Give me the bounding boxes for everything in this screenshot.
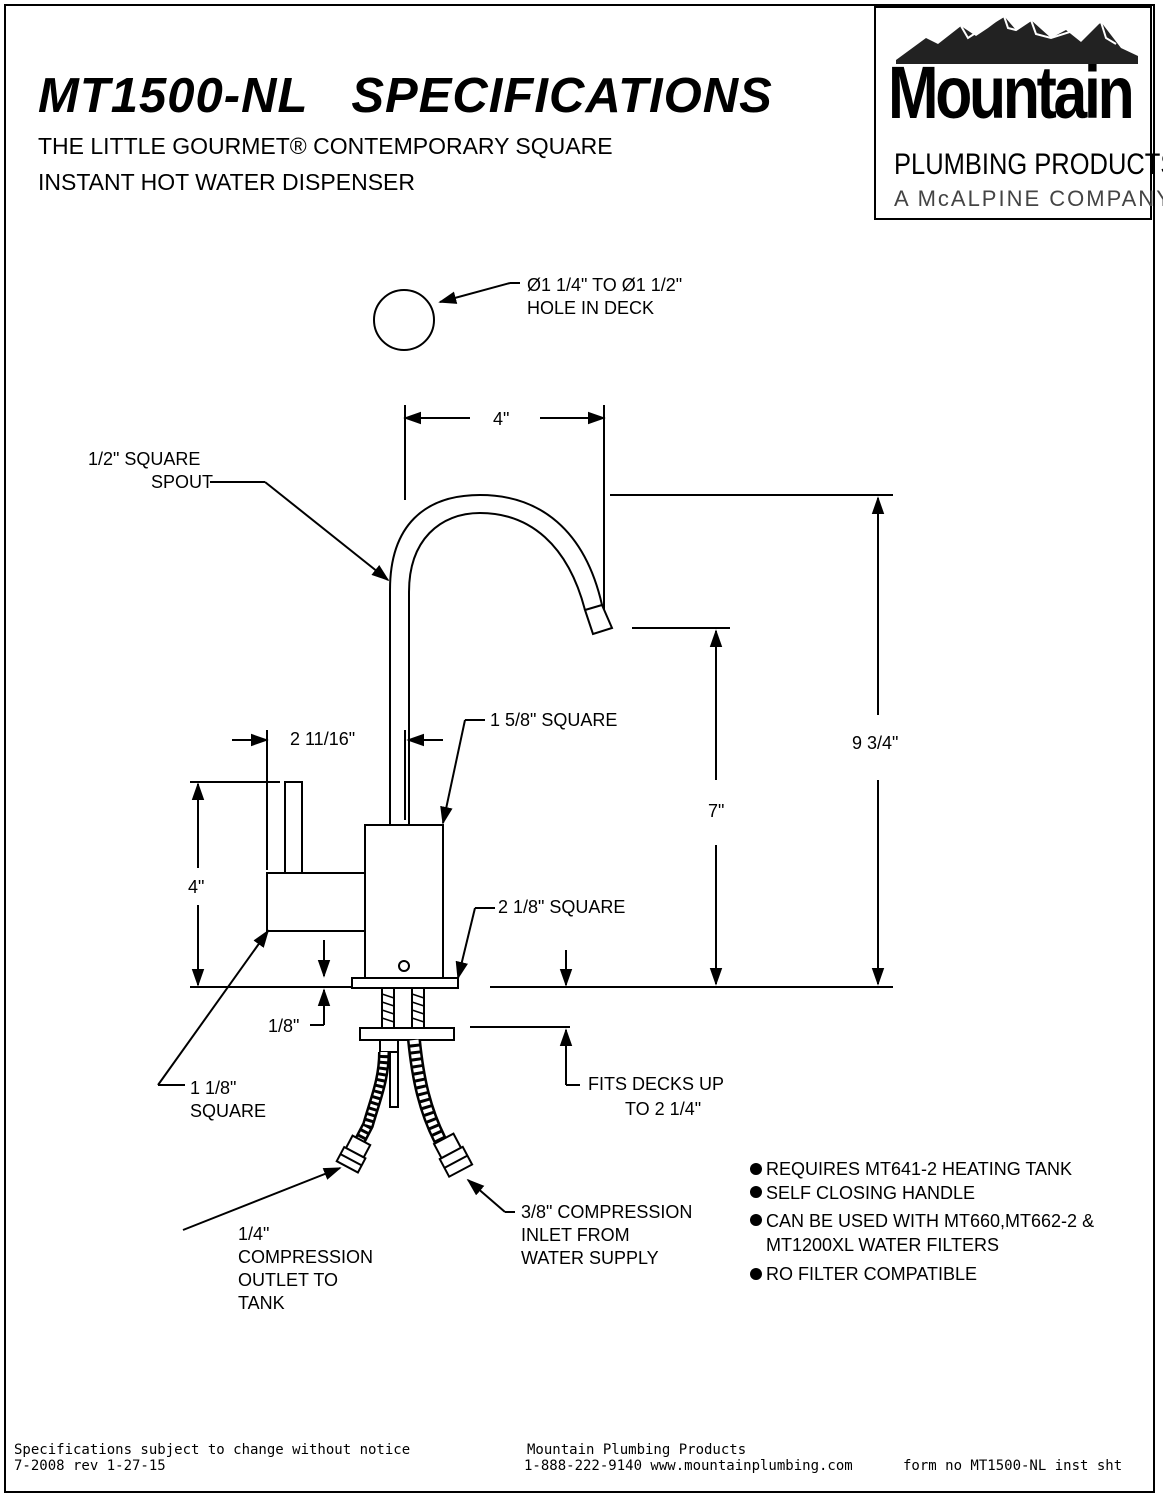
- inlet-label-2: INLET FROM: [521, 1225, 630, 1245]
- note-item-3: CAN BE USED WITH MT660,MT662-2 &: [766, 1211, 1095, 1231]
- note-bullet-4: [750, 1268, 762, 1280]
- hole-label-2: HOLE IN DECK: [527, 298, 655, 318]
- dim-handle-height: 4": [188, 877, 205, 897]
- logo-line-2: PLUMBING PRODUCTS: [894, 148, 1163, 181]
- base-square-label: 2 1/8" SQUARE: [498, 897, 626, 917]
- dispenser-body: [364, 824, 444, 979]
- logo-wordmark: Mountain: [888, 51, 1135, 134]
- dim-overall-height: 9 3/4": [852, 733, 899, 753]
- dim-handle-offset: 2 11/16": [290, 729, 356, 749]
- footer-contact: 1-888-222-9140 www.mountainplumbing.com: [524, 1458, 853, 1474]
- outlet-label-1: 1/4": [238, 1224, 270, 1244]
- outlet-label-4: TANK: [238, 1293, 285, 1313]
- spout-tip: [583, 603, 614, 636]
- note-item-2: SELF CLOSING HANDLE: [766, 1183, 976, 1203]
- hub-label-1: 1 1/8": [190, 1078, 237, 1098]
- outlet-label-2: COMPRESSION: [238, 1247, 374, 1267]
- hub-label-2: SQUARE: [190, 1101, 267, 1121]
- note-bullet-1: [750, 1163, 762, 1175]
- spout-outer: [389, 493, 603, 825]
- subtitle-line-1: THE LITTLE GOURMET® CONTEMPORARY SQUARE: [38, 133, 613, 159]
- note-item-3-cont: MT1200XL WATER FILTERS: [766, 1235, 1000, 1255]
- body-upper-label: 1 5/8" SQUARE: [490, 710, 618, 730]
- footer-form-number: form no MT1500-NL inst sht: [903, 1458, 1123, 1474]
- note-item-1: REQUIRES MT641-2 HEATING TANK: [766, 1159, 1073, 1179]
- spout-label-2: SPOUT: [151, 472, 214, 492]
- outlet-rod: [389, 1051, 399, 1108]
- deck-label-1: FITS DECKS UP: [588, 1074, 725, 1094]
- dim-outlet-height: 7": [708, 801, 725, 821]
- handle-hub: [266, 872, 366, 932]
- handle-lever: [284, 781, 303, 874]
- page-title: MT1500-NL SPECIFICATIONS: [38, 69, 773, 123]
- inlet-label-1: 3/8" COMPRESSION: [521, 1202, 693, 1222]
- deck-label-2: TO 2 1/4": [625, 1099, 702, 1119]
- spout-inner: [408, 511, 586, 825]
- inlet-label-3: WATER SUPPLY: [521, 1248, 659, 1268]
- dim-base-plate: 1/8": [268, 1016, 300, 1036]
- hole-label-1: Ø1 1/4" TO Ø1 1/2": [527, 275, 683, 295]
- outlet-label-3: OUTLET TO: [238, 1270, 339, 1290]
- footer-company: Mountain Plumbing Products: [527, 1442, 747, 1458]
- note-bullet-3: [750, 1214, 762, 1226]
- mounting-nut: [379, 1039, 399, 1053]
- footer-revision: 7-2008 rev 1-27-15: [14, 1458, 166, 1474]
- note-bullet-2: [750, 1186, 762, 1198]
- company-logo: Mountain PLUMBING PRODUCTS A McALPINE CO…: [874, 6, 1163, 220]
- deck-hole-circle: [373, 289, 435, 351]
- mountain-logo-icon: [896, 14, 1138, 64]
- mounting-washer: [359, 1027, 455, 1041]
- logo-line-3: A McALPINE COMPANY: [894, 186, 1163, 211]
- dim-spout-reach: 4": [493, 409, 510, 429]
- drawing-frame: [4, 4, 1155, 1493]
- subtitle-line-2: INSTANT HOT WATER DISPENSER: [38, 169, 415, 195]
- base-plate: [351, 977, 459, 989]
- note-item-4: RO FILTER COMPATIBLE: [766, 1264, 978, 1284]
- body-screw: [398, 960, 410, 972]
- footer-disclaimer: Specifications subject to change without…: [14, 1442, 411, 1458]
- spout-label-1: 1/2" SQUARE: [88, 449, 201, 469]
